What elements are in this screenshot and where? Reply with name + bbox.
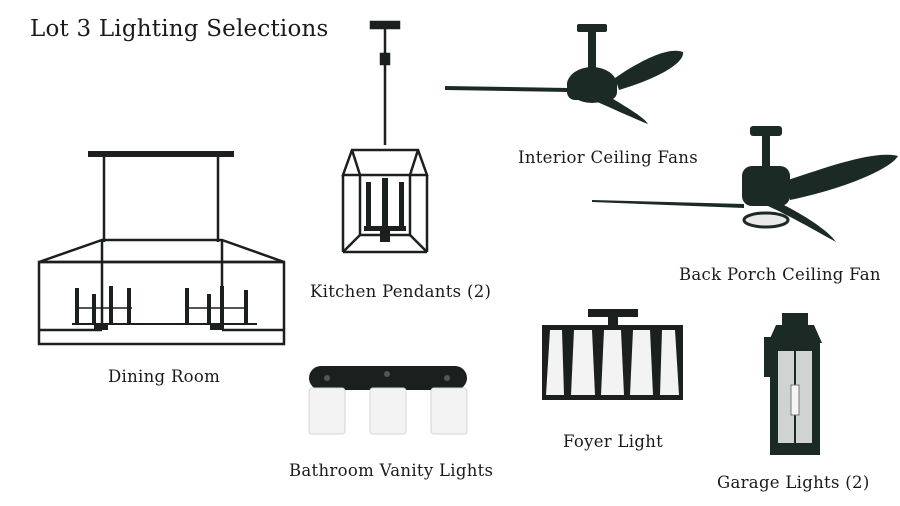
interior-fan-image <box>445 24 684 124</box>
garage-light-image <box>764 313 822 455</box>
caption-interior-ceiling-fans: Interior Ceiling Fans <box>518 148 698 167</box>
caption-dining-room: Dining Room <box>108 367 221 386</box>
kitchen-pendant-image <box>341 20 429 254</box>
caption-garage-lights: Garage Lights (2) <box>717 473 870 492</box>
foyer-light-image <box>542 309 683 400</box>
page-title: Lot 3 Lighting Selections <box>30 16 329 42</box>
caption-back-porch-ceiling-fan: Back Porch Ceiling Fan <box>679 265 881 284</box>
dining-chandelier-image <box>37 151 286 346</box>
caption-kitchen-pendants: Kitchen Pendants (2) <box>310 282 492 301</box>
caption-foyer-light: Foyer Light <box>563 432 664 451</box>
bathroom-vanity-image <box>308 366 468 435</box>
caption-bathroom-vanity-lights: Bathroom Vanity Lights <box>289 461 494 480</box>
porch-fan-image <box>592 126 898 242</box>
